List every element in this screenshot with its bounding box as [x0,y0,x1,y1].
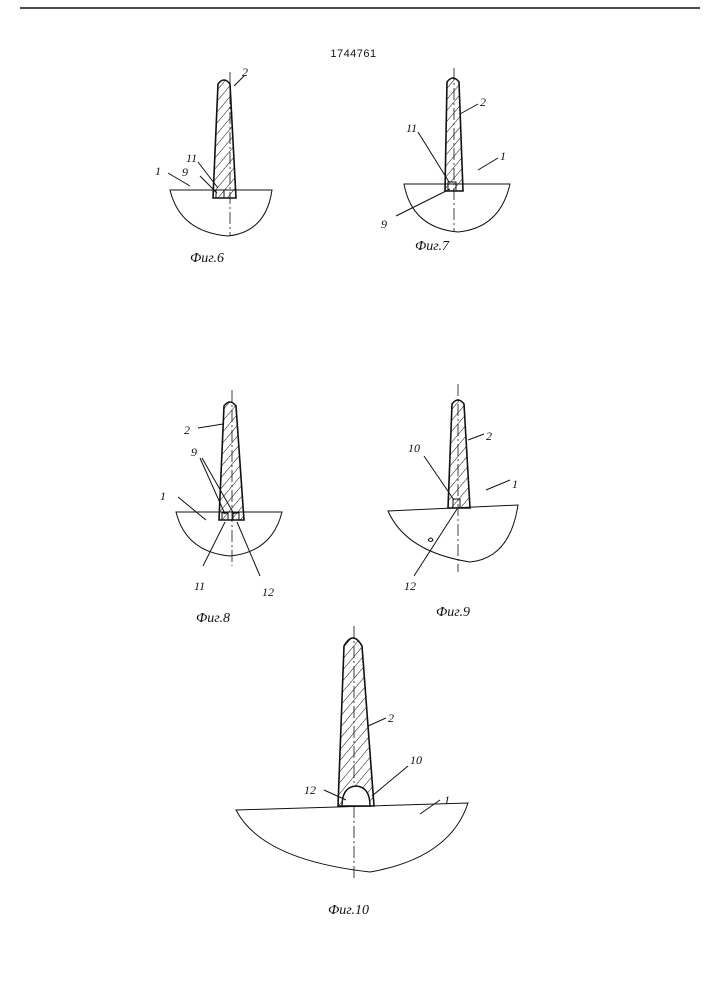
fig6-label-11: 11 [186,151,197,165]
fig7-caption: Фиг.7 [415,239,450,254]
fig8-label-11: 11 [194,579,205,593]
fig8-label-2: 2 [184,423,190,437]
fig6-stem [213,80,236,198]
fig6-label-1: 1 [155,164,161,178]
figure-10: 2 10 12 1 Фиг.10 [236,626,468,918]
fig9-stem [448,400,470,508]
fig8-stem [219,402,244,520]
fig10-label-12: 12 [304,783,316,797]
fig8-label-1: 1 [160,489,166,503]
fig10-stem [338,638,374,806]
fig6-label-2: 2 [242,65,248,79]
fig6-caption: Фиг.6 [190,251,224,266]
fig8-caption: Фиг.8 [196,611,230,626]
fig9-label-10: 10 [408,441,420,455]
fig9-label-2: 2 [486,429,492,443]
fig10-label-10: 10 [410,753,422,767]
figure-8: 2 9 1 11 12 Фиг.8 [160,390,282,626]
fig10-label-1: 1 [444,793,450,807]
fig9-caption: Фиг.9 [436,605,470,620]
figure-7: 2 11 1 9 Фиг.7 [381,68,510,254]
fig8-label-12: 12 [262,585,274,599]
fig10-label-2: 2 [388,711,394,725]
fig8-label-9: 9 [191,445,197,459]
fig10-base [236,803,468,872]
fig9-label-12: 12 [404,579,416,593]
figure-6: 2 11 9 1 Фиг.6 [155,65,272,266]
fig6-label-9: 9 [182,165,188,179]
fig7-label-11: 11 [406,121,417,135]
fig10-caption: Фиг.10 [328,903,369,918]
fig7-label-2: 2 [480,95,486,109]
fig9-label-1: 1 [512,477,518,491]
figure-9: 2 10 1 12 Фиг.9 [388,384,518,620]
fig7-label-1: 1 [500,149,506,163]
fig9-base [388,505,518,562]
fig7-stem [445,78,463,191]
fig7-label-9: 9 [381,217,387,231]
